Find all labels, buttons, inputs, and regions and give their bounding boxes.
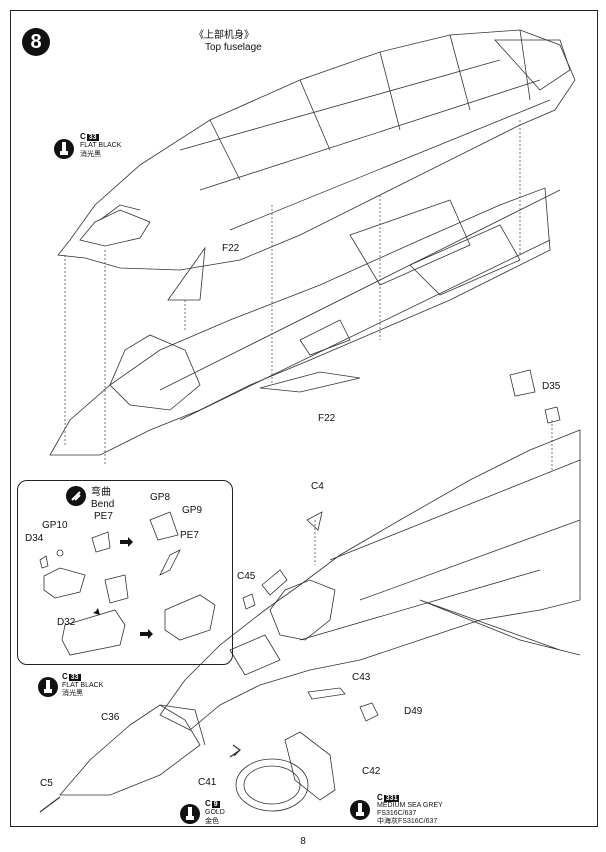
label-d49: D49 [404,706,423,717]
label-f22-lower: F22 [318,413,336,424]
part-c43 [307,687,346,700]
top-fuselage [57,29,576,271]
part-c36-radome [59,704,201,796]
label-c41: C41 [198,777,217,788]
paint-cn-inset: 消光黑 [62,690,83,697]
label-pe7-a: PE7 [94,511,113,522]
label-c4: C4 [311,481,324,492]
paint-name-gold: GOLD [205,809,225,816]
paint-name-top: FLAT BLACK [80,142,122,149]
part-c42 [284,731,336,801]
label-c42: C42 [362,766,381,777]
title-chinese: 《上部机身》 [194,30,254,41]
label-d32: D32 [57,617,76,628]
label-gp10: GP10 [42,520,68,531]
label-c36: C36 [101,712,120,723]
paint-fs-grey: FS316C/637 [377,810,417,817]
paint-name-grey: MEDIUM SEA GREY [377,802,443,809]
label-d34: D34 [25,533,44,544]
label-gp8: GP8 [150,492,171,503]
page-frame [10,10,598,827]
part-d35 [509,369,536,397]
part-c4 [306,511,323,531]
paint-brush-icon [38,677,58,697]
page-number: 8 [300,836,306,847]
part-c41 [235,758,309,812]
label-c5: C5 [40,778,53,789]
title-english: Top fuselage [205,42,262,53]
paint-name-inset: FLAT BLACK [62,682,104,689]
part-f22-upper [167,246,206,301]
label-c45: C45 [237,571,256,582]
bend-icon [66,486,86,506]
paint-brush-icon [350,800,370,820]
part-c45 [261,569,288,596]
main-fuselage [159,429,581,731]
paint-cn-grey: 中海灰FS316C/637 [377,818,438,825]
inset-panel [17,480,233,665]
bend-label-cn: 弯曲 [91,487,111,498]
lower-fuselage [49,187,551,456]
paint-brush-icon [180,804,200,824]
paint-cn-top: 消光黑 [80,151,101,158]
label-d35: D35 [542,381,561,392]
inset-drawing [39,511,216,656]
part-f22-lower [259,371,361,393]
label-pe7-b: PE7 [180,530,199,541]
part-d49 [359,702,379,722]
paint-brush-icon [54,139,74,159]
bend-label-en: Bend [91,499,115,510]
label-f22-upper: F22 [222,243,240,254]
paint-cn-gold: 金色 [205,818,219,825]
step-number: 8 [22,28,50,56]
label-c43: C43 [352,672,371,683]
label-gp9: GP9 [182,505,203,516]
